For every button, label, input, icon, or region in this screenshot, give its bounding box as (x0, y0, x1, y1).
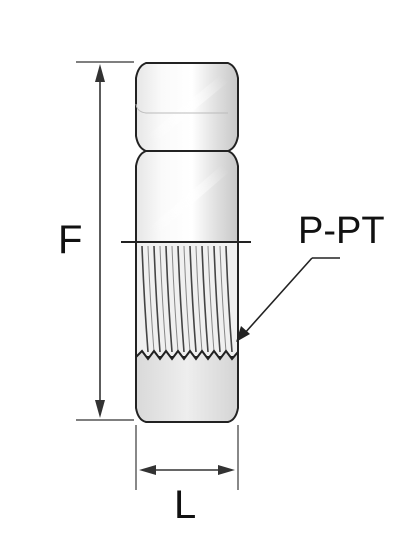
f-dimension-line (95, 64, 105, 418)
thread-lines (141, 245, 233, 353)
label-f: F (58, 218, 82, 262)
thread-leader-line (236, 257, 340, 342)
l-dimension-line (139, 465, 235, 475)
nut-body (135, 62, 239, 423)
l-extension-lines (135, 425, 239, 490)
f-extension-lines (76, 61, 134, 421)
bottom-section (135, 349, 239, 423)
label-thread: P-PT (298, 210, 385, 252)
label-l: L (174, 483, 196, 527)
